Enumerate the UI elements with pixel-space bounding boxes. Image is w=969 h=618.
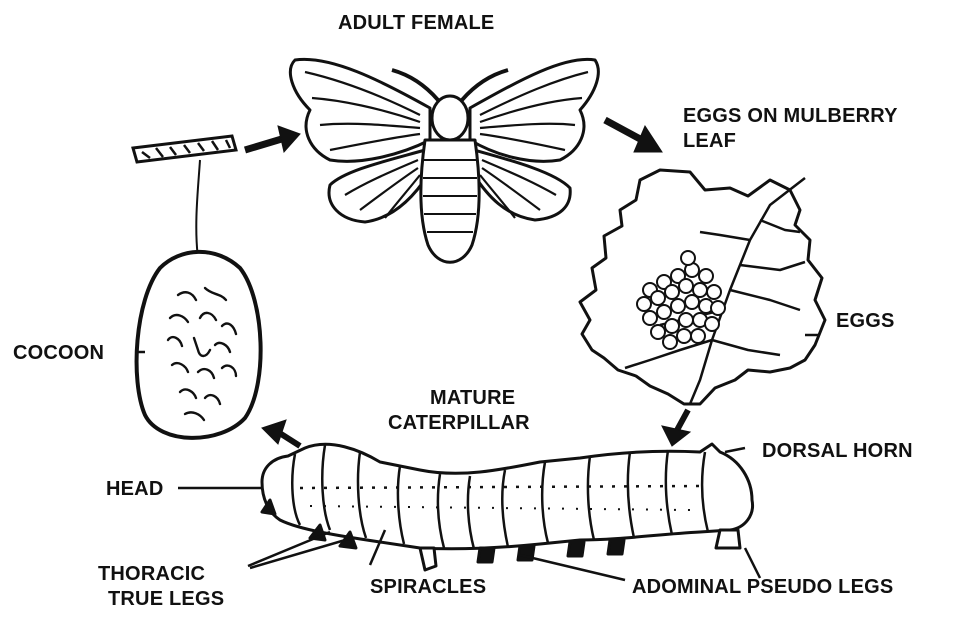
mulberry-leaf-with-eggs xyxy=(580,170,825,404)
label-head: HEAD xyxy=(106,478,163,500)
label-mature-caterpillar-line1: MATURE xyxy=(430,387,515,409)
label-abdominal-pseudo-legs: ADOMINAL PSEUDO LEGS xyxy=(632,576,893,598)
thoracic-legs-leader xyxy=(248,532,352,568)
cocoon-illustration xyxy=(133,136,261,438)
label-eggs: EGGS xyxy=(836,310,895,332)
mature-caterpillar xyxy=(262,444,753,570)
dorsal-horn-leader xyxy=(725,448,745,452)
label-adult-female: ADULT FEMALE xyxy=(338,12,494,34)
adult-female-moth xyxy=(290,59,598,262)
label-mature-caterpillar-line2: CATERPILLAR xyxy=(388,412,530,434)
label-thoracic-true-legs-line2: TRUE LEGS xyxy=(108,588,224,610)
pseudo-legs-leader xyxy=(520,555,625,580)
pseudo-legs-leader-2 xyxy=(745,548,760,578)
label-eggs-on-mulberry-leaf-line2: LEAF xyxy=(683,130,736,152)
label-eggs-on-mulberry-leaf-line1: EGGS ON MULBERRY xyxy=(683,105,898,127)
label-thoracic-true-legs-line1: THORACIC xyxy=(98,563,205,585)
label-dorsal-horn: DORSAL HORN xyxy=(762,440,913,462)
label-cocoon: COCOON xyxy=(13,342,104,364)
label-spiracles: SPIRACLES xyxy=(370,576,486,598)
